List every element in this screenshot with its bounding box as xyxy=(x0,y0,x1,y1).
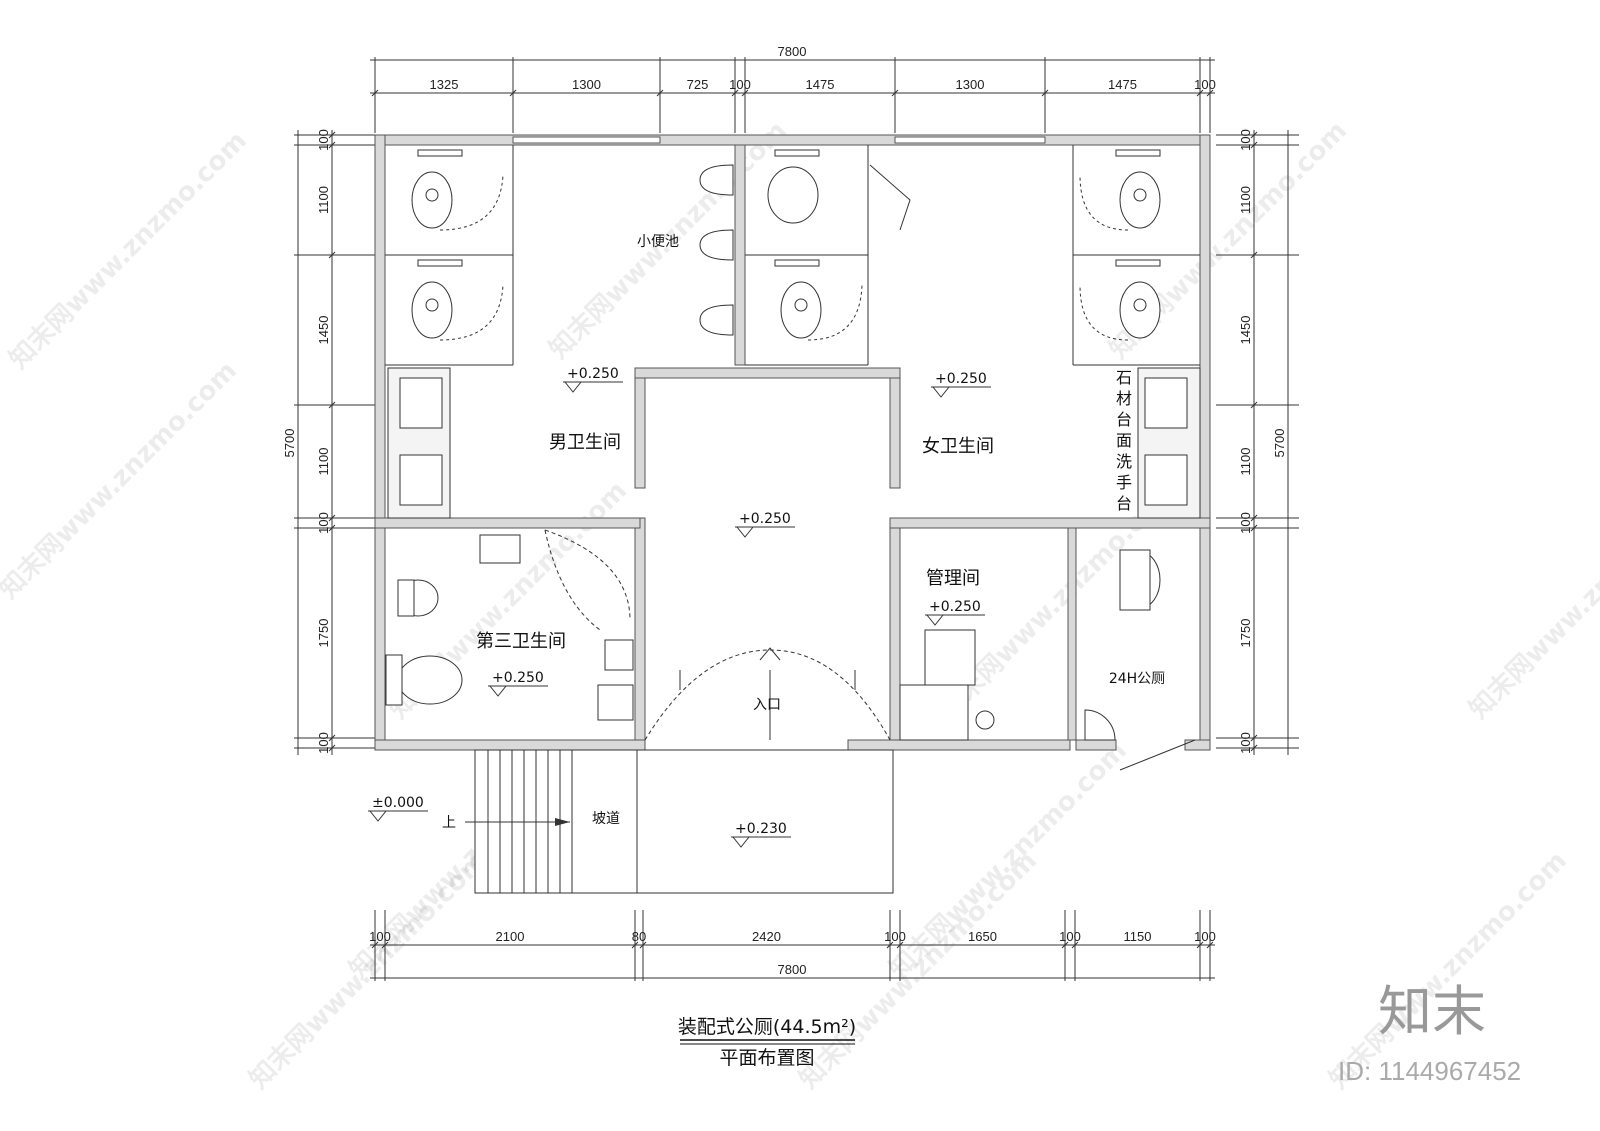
drawing-subtitle: 平面布置图 xyxy=(719,1047,814,1069)
dim-top-1: 1300 xyxy=(572,77,601,92)
dim-right-6: 100 xyxy=(1238,732,1253,754)
urinal-icon xyxy=(699,229,734,261)
elevation-third: +0.250 xyxy=(492,670,544,686)
grab-bar-icon xyxy=(417,259,463,267)
elevation-ground: ±0.000 xyxy=(372,795,424,811)
watermark: 知末网www.znzmo.com xyxy=(0,356,243,605)
dim-right-2: 1450 xyxy=(1238,316,1253,345)
dim-top-3: 100 xyxy=(729,77,751,92)
ramp xyxy=(465,749,894,894)
dim-top-4: 1475 xyxy=(806,77,835,92)
grab-bar-icon xyxy=(417,149,463,157)
dim-left-1: 1100 xyxy=(316,186,331,214)
dim-top-0: 1325 xyxy=(430,77,459,92)
dim-left-3: 1100 xyxy=(316,448,331,476)
dim-left-0: 100 xyxy=(316,129,331,151)
dim-bottom-1: 2100 xyxy=(496,929,525,944)
entrance-doors xyxy=(644,647,891,741)
stall-partitions xyxy=(385,145,1200,366)
dim-right-4: 100 xyxy=(1238,512,1253,534)
elevation-marker-icon xyxy=(931,386,951,398)
urinal-icon xyxy=(699,304,734,336)
sink-counter-char: 面 xyxy=(1116,431,1132,450)
dim-left-5: 1750 xyxy=(316,619,331,648)
dim-right-3: 1100 xyxy=(1238,448,1253,476)
dim-top-total: 7800 xyxy=(778,44,807,59)
label-mens-room: 男卫生间 xyxy=(549,432,621,453)
watermark: 知末网www.znzmo.com xyxy=(244,846,493,1095)
dim-bottom-5: 1650 xyxy=(968,929,997,944)
dim-right-1: 1100 xyxy=(1238,186,1253,214)
fixtures xyxy=(411,149,1161,609)
dim-bottom-8: 100 xyxy=(1194,929,1216,944)
sink-counter-char: 台 xyxy=(1116,494,1132,513)
watermark: 知末网www.znzmo.com xyxy=(1464,476,1600,725)
dimension-lines xyxy=(297,59,1289,979)
dim-bottom-2: 80 xyxy=(632,929,646,944)
dim-right-5: 1750 xyxy=(1238,619,1253,648)
dim-bottom-4: 100 xyxy=(884,929,906,944)
dim-left-4: 100 xyxy=(316,512,331,534)
dim-top-2: 725 xyxy=(687,77,709,92)
dim-bottom-6: 100 xyxy=(1059,929,1081,944)
label-management: 管理间 xyxy=(926,568,980,589)
sink-counter-char: 手 xyxy=(1116,473,1132,492)
elevation-marker-icon xyxy=(925,614,945,626)
dim-top-5: 1300 xyxy=(956,77,985,92)
label-womens-room: 女卫生间 xyxy=(922,436,994,457)
elevation-marker-icon xyxy=(488,685,508,697)
grab-bar-icon xyxy=(1115,259,1161,267)
sink-counter-char: 洗 xyxy=(1116,452,1132,471)
accessible-fixtures xyxy=(385,529,1196,771)
label-ramp: 坡道 xyxy=(592,811,620,827)
dim-bottom-total: 7800 xyxy=(778,962,807,977)
urinal-icon xyxy=(699,164,734,196)
walls xyxy=(374,134,1211,751)
sink-counter-char: 台 xyxy=(1116,410,1132,429)
elevation-marker-icon xyxy=(563,381,583,393)
dim-right-total: 5700 xyxy=(1272,429,1287,458)
elevation-platform: +0.230 xyxy=(735,821,787,837)
dim-left-6: 100 xyxy=(316,732,331,754)
dim-right-0: 100 xyxy=(1238,129,1253,151)
grab-bar-icon xyxy=(774,149,820,157)
drawing-title: 装配式公厕(44.5m²) xyxy=(678,1016,856,1038)
sink-counter-char: 石 xyxy=(1116,368,1132,387)
sink-counters xyxy=(387,367,1201,519)
label-entrance: 入口 xyxy=(753,697,781,713)
label-24h-toilet: 24H公厕 xyxy=(1109,671,1165,687)
elevation-mens: +0.250 xyxy=(567,366,619,382)
elevation-marker-icon xyxy=(731,836,751,848)
dim-left-2: 1450 xyxy=(316,316,331,345)
grab-bar-icon xyxy=(1115,149,1161,157)
sink-counter-char: 材 xyxy=(1116,389,1132,408)
elevation-womens: +0.250 xyxy=(935,371,987,387)
elevation-management: +0.250 xyxy=(929,599,981,615)
elevation-marker-icon xyxy=(735,526,755,538)
watermark: 知末网www.znzmo.com xyxy=(4,126,253,375)
watermark-logo: 知末 xyxy=(1378,980,1486,1043)
dim-bottom-3: 2420 xyxy=(752,929,781,944)
label-urinals: 小便池 xyxy=(637,234,679,250)
dim-bottom-7: 1150 xyxy=(1124,929,1152,944)
dim-top-6: 1475 xyxy=(1108,77,1137,92)
elevation-hall: +0.250 xyxy=(739,511,791,527)
dim-bottom-0: 100 xyxy=(369,929,391,944)
dim-left-total: 5700 xyxy=(282,429,297,458)
label-up: 上 xyxy=(442,815,456,831)
elevation-marker-icon xyxy=(368,810,388,822)
grab-bar-icon xyxy=(774,259,820,267)
watermark-id: ID: 1144967452 xyxy=(1338,1056,1521,1086)
dim-top-7: 100 xyxy=(1194,77,1216,92)
label-third-toilet: 第三卫生间 xyxy=(476,631,566,652)
toilet-icon xyxy=(767,166,819,224)
